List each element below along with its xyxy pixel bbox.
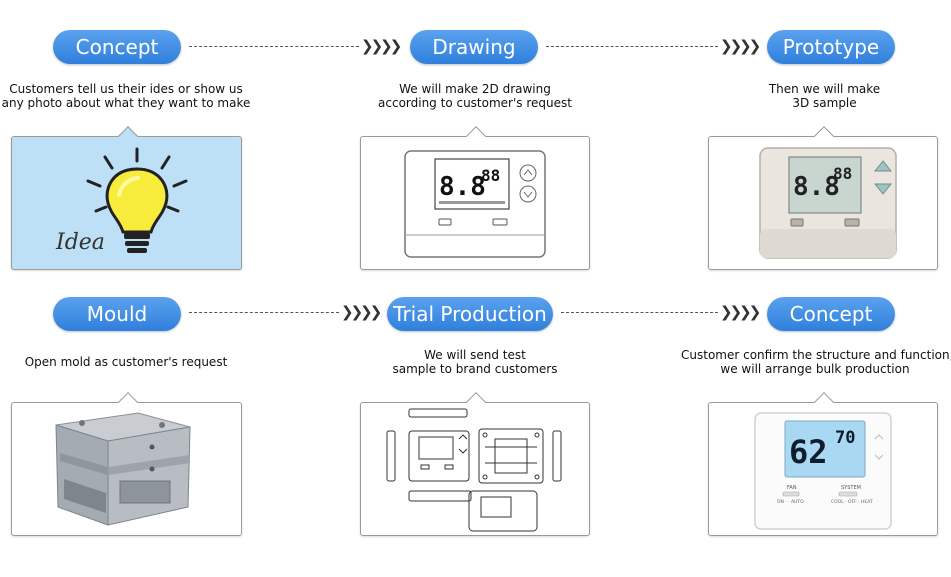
image-card-drawing: 8.8 88 bbox=[360, 126, 590, 270]
svg-text:88: 88 bbox=[481, 166, 500, 185]
desc-line: Customer confirm the structure and funct… bbox=[681, 348, 951, 362]
svg-text:8.8: 8.8 bbox=[793, 172, 840, 202]
step-pill-prototype: Prototype bbox=[767, 30, 895, 64]
thermostat-drawing: 8.8 88 bbox=[404, 150, 546, 258]
step-pill-drawing: Drawing bbox=[410, 30, 538, 64]
image-card-final-product: 62 70 FAN SYSTEM ON · · AUTO COOL · OFF … bbox=[708, 392, 938, 536]
svg-text:FAN: FAN bbox=[787, 485, 797, 491]
image-card-mould bbox=[11, 392, 242, 536]
desc-line: according to customer's request bbox=[378, 96, 572, 110]
chevron-right-icon: ❯❯❯❯ bbox=[720, 37, 761, 55]
step-pill-concept-final: Concept bbox=[767, 297, 895, 331]
connector-arrow: ❯❯❯❯ bbox=[189, 303, 382, 321]
svg-text:SYSTEM: SYSTEM bbox=[841, 485, 861, 491]
step-pill-concept: Concept bbox=[53, 30, 181, 64]
thermostat-product-image: 62 70 FAN SYSTEM ON · · AUTO COOL · OFF … bbox=[754, 412, 892, 530]
technical-drawings-image bbox=[386, 408, 562, 532]
desc-line: sample to brand customers bbox=[392, 362, 558, 376]
step-description: Customers tell us their ides or show us … bbox=[0, 82, 252, 110]
connector-arrow: ❯❯❯❯ bbox=[546, 37, 761, 55]
connector-arrow: ❯❯❯❯ bbox=[189, 37, 402, 55]
desc-line: 3D sample bbox=[792, 96, 857, 110]
svg-text:COOL · OFF · HEAT: COOL · OFF · HEAT bbox=[831, 499, 873, 505]
chevron-right-icon: ❯❯❯❯ bbox=[720, 303, 761, 321]
connector-arrow: ❯❯❯❯ bbox=[561, 303, 761, 321]
desc-line: We will make 2D drawing bbox=[399, 82, 551, 96]
mould-block-image bbox=[55, 412, 191, 526]
step-pill-mould: Mould bbox=[53, 297, 181, 331]
desc-line: We will send test bbox=[424, 348, 526, 362]
svg-text:ON · · AUTO: ON · · AUTO bbox=[777, 499, 804, 505]
step-description: Open mold as customer's request bbox=[0, 355, 252, 369]
desc-line: we will arrange bulk production bbox=[720, 362, 910, 376]
svg-text:88: 88 bbox=[833, 164, 852, 183]
svg-text:Idea: Idea bbox=[55, 230, 105, 255]
step-description: We will send test sample to brand custom… bbox=[360, 348, 590, 376]
svg-text:8.8: 8.8 bbox=[439, 172, 486, 202]
svg-text:70: 70 bbox=[835, 428, 855, 448]
image-card-trial-production bbox=[360, 392, 590, 536]
chevron-right-icon: ❯❯❯❯ bbox=[341, 303, 382, 321]
desc-line: Then we will make bbox=[768, 82, 881, 96]
image-card-prototype: 8.8 88 bbox=[708, 126, 938, 270]
step-description: Then we will make 3D sample bbox=[712, 82, 937, 110]
step-description: We will make 2D drawing according to cus… bbox=[360, 82, 590, 110]
image-card-idea: Idea bbox=[11, 126, 242, 270]
step-description: Customer confirm the structure and funct… bbox=[681, 348, 951, 376]
desc-line: any photo about what they want to make bbox=[1, 96, 251, 110]
chevron-right-icon: ❯❯❯❯ bbox=[361, 37, 402, 55]
desc-line: Customers tell us their ides or show us bbox=[9, 82, 243, 96]
desc-line: Open mold as customer's request bbox=[24, 355, 228, 369]
step-pill-trial-production: Trial Production bbox=[387, 297, 553, 331]
lightbulb-icon: Idea bbox=[55, 147, 188, 255]
svg-text:62: 62 bbox=[789, 433, 828, 471]
thermostat-prototype: 8.8 88 bbox=[759, 147, 897, 259]
